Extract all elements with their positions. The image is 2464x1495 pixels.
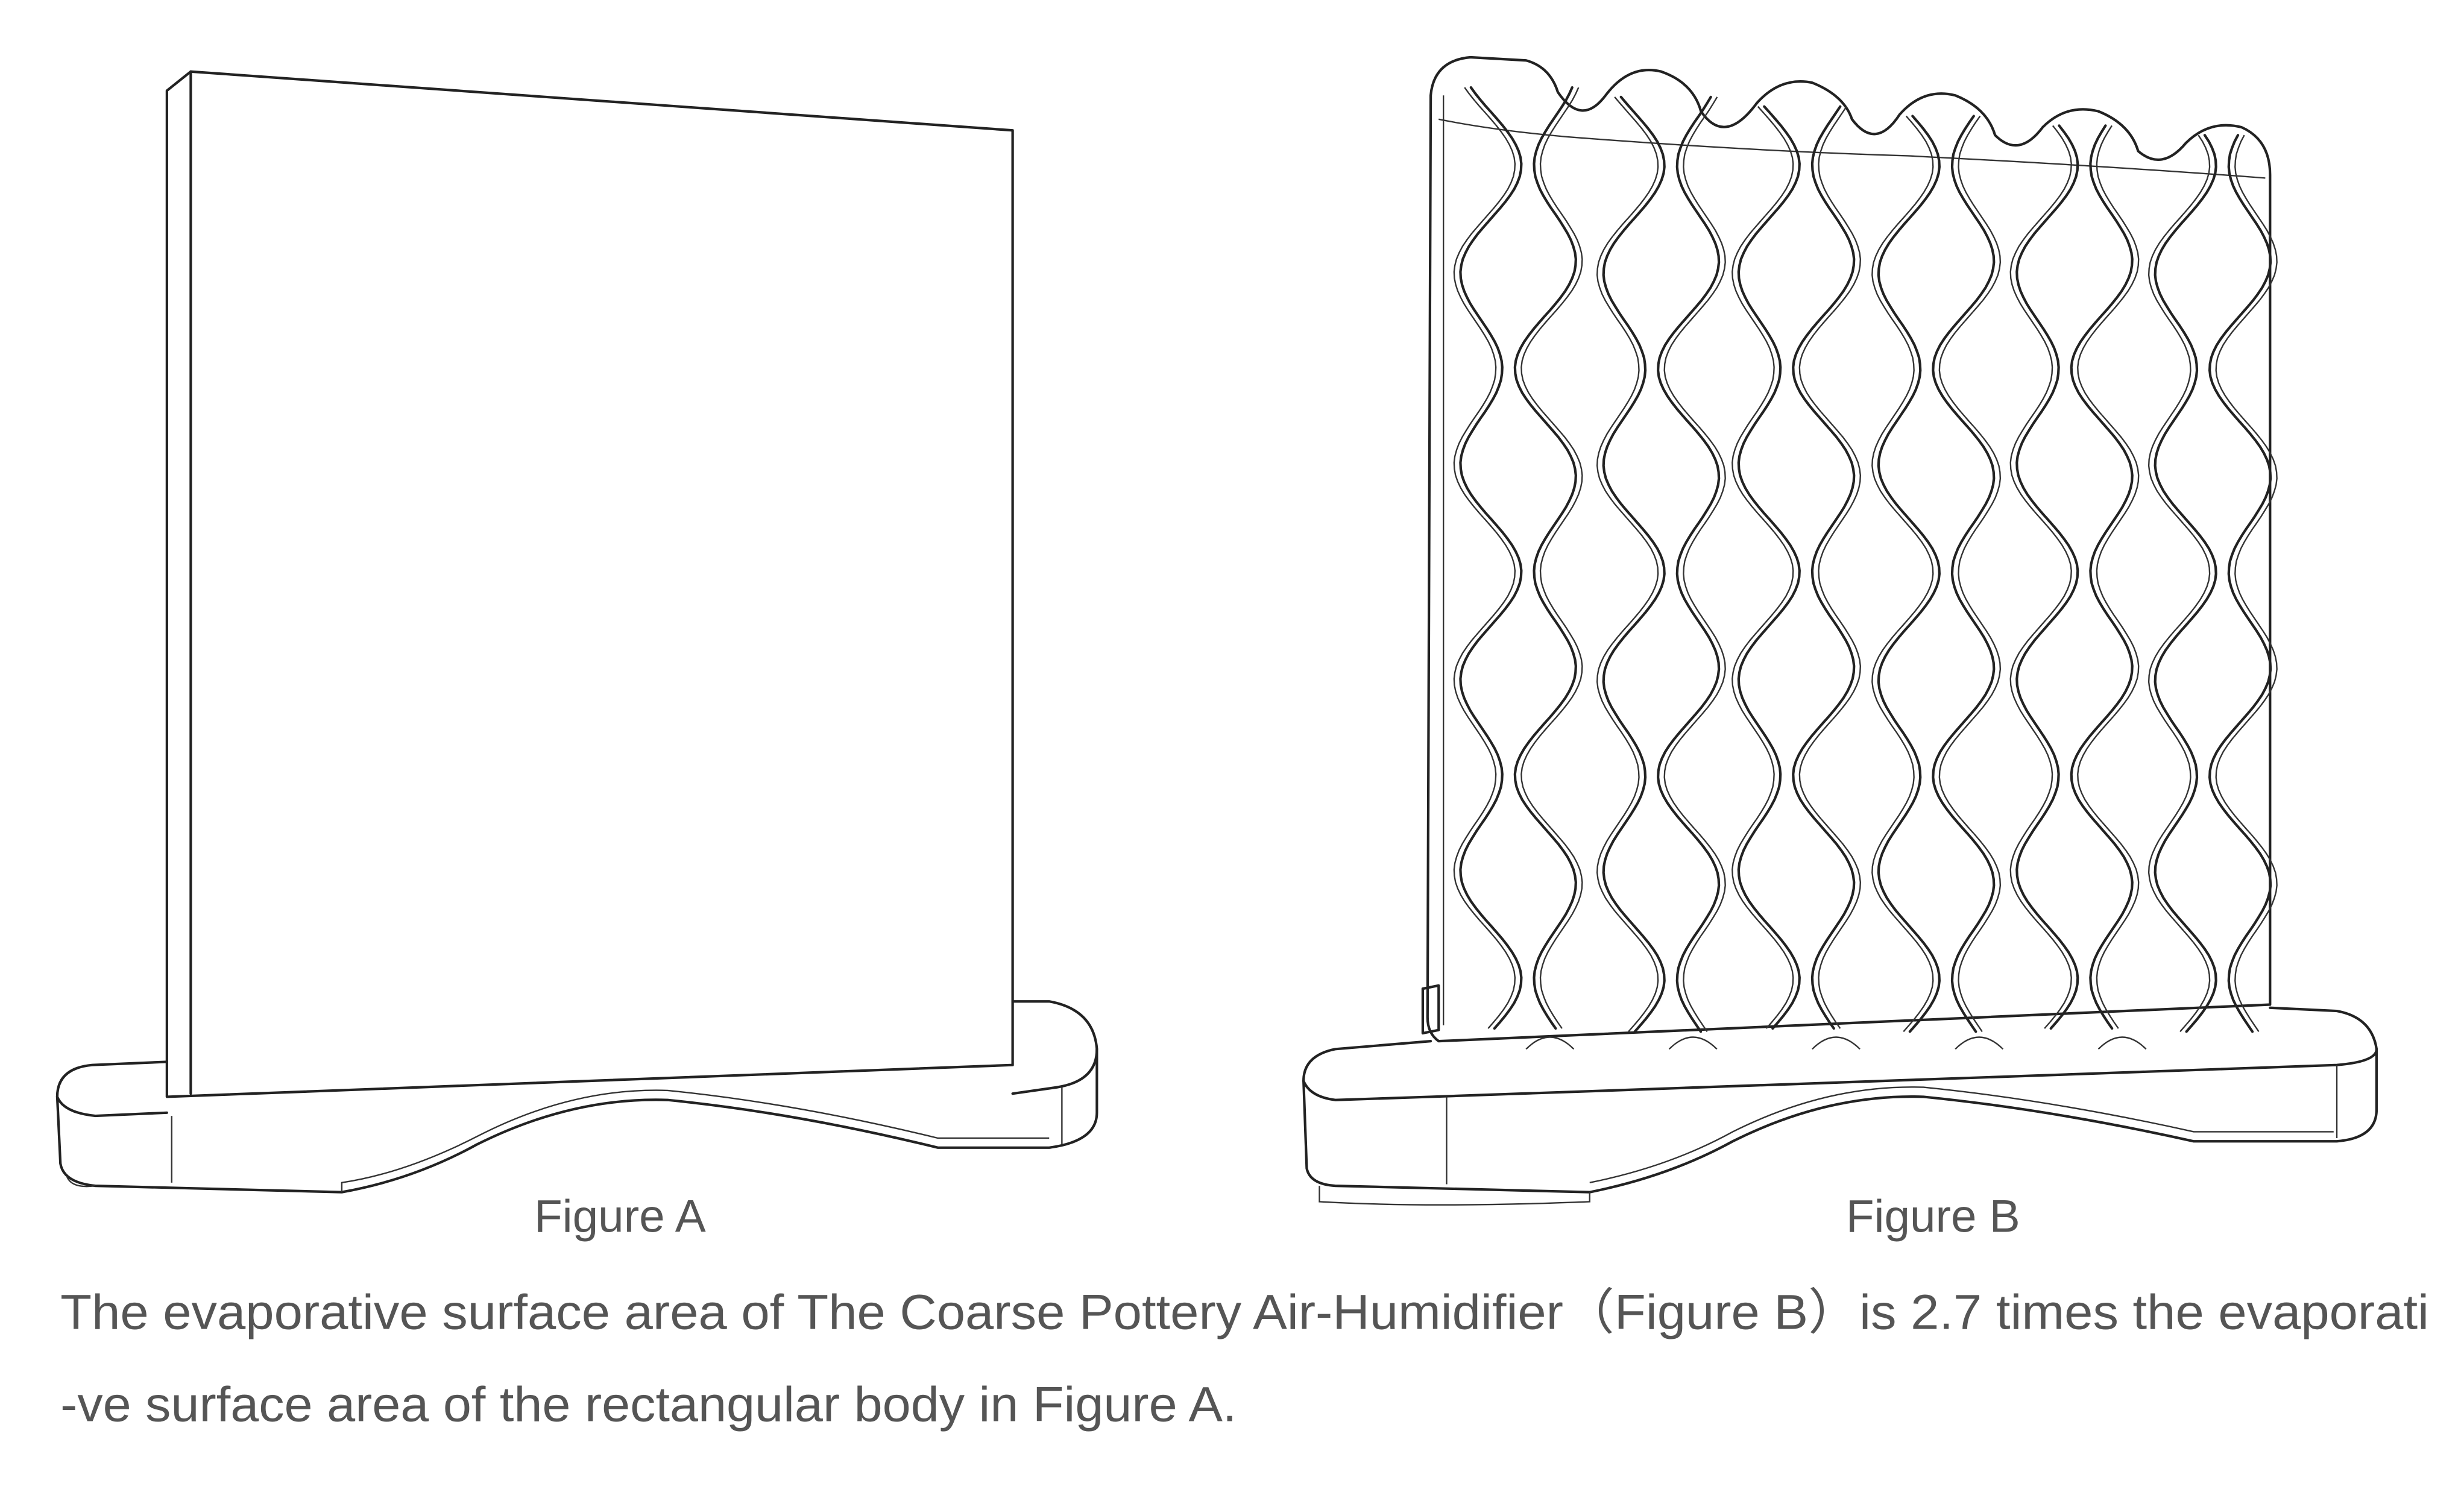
figure-a-drawing xyxy=(55,70,1098,1194)
figure-a-caption: Figure A xyxy=(534,1191,706,1242)
wave-column-edge xyxy=(2208,134,2272,1033)
wave-column-edge xyxy=(2215,134,2278,1032)
figure-b-base xyxy=(1302,1006,2378,1206)
figure-b-caption: Figure B xyxy=(1846,1191,2020,1242)
wave-column-edge xyxy=(1938,115,2002,1032)
wave-column-edge xyxy=(1737,105,1801,1030)
figure-a-base xyxy=(55,1000,1098,1194)
wave-column-edge xyxy=(2070,124,2134,1030)
wave-column-edge xyxy=(1520,87,1583,1029)
figure-b-drawing xyxy=(1302,55,2378,1206)
wave-column-edge xyxy=(1871,115,1934,1033)
wave-column-edge xyxy=(1513,86,1577,1030)
wave-column-edge xyxy=(1596,96,1659,1033)
wave-column-edge xyxy=(1663,96,1726,1032)
description-line-1: The evaporative surface area of The Coar… xyxy=(60,1285,2429,1339)
wave-column-edge xyxy=(1602,95,1666,1033)
wave-columns xyxy=(1453,86,2278,1033)
rectangular-panel xyxy=(165,70,1014,1098)
wave-column-edge xyxy=(1932,115,1996,1033)
wave-column-edge xyxy=(2154,134,2217,1033)
wave-column-edge xyxy=(2009,125,2072,1029)
wave-column-edge xyxy=(1877,115,1941,1033)
wave-column-edge xyxy=(1798,106,1862,1029)
description-line-2: -ve surface area of the rectangular body… xyxy=(60,1377,1237,1432)
wave-column-edge xyxy=(1657,95,1721,1033)
wave-column-edge xyxy=(1453,87,1516,1029)
wave-column-edge xyxy=(2077,125,2140,1029)
wave-column-edge xyxy=(1731,105,1794,1029)
wave-column-edge xyxy=(2147,134,2211,1033)
wave-column-edge xyxy=(1792,105,1856,1030)
wave-column-edge xyxy=(1459,86,1523,1030)
wave-column-edge xyxy=(2015,124,2079,1030)
switch-notch xyxy=(1421,984,1440,1035)
